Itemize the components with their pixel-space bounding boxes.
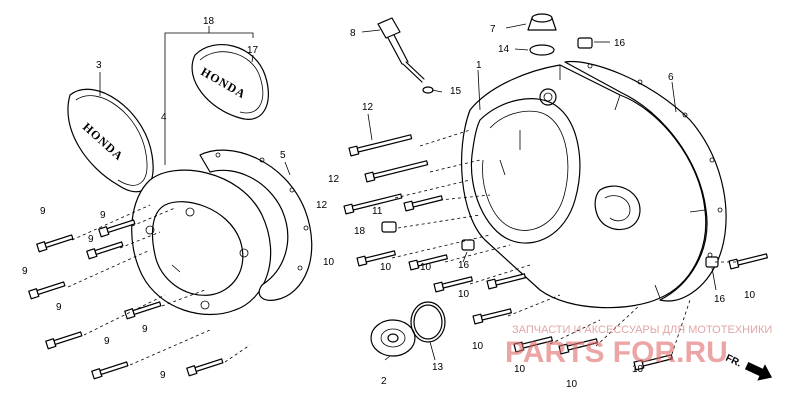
- leader-lines: [99, 23, 717, 361]
- callout-9: 9: [40, 206, 46, 217]
- callout-10: 10: [420, 262, 432, 273]
- part-5-gasket: [199, 149, 313, 301]
- part-16-dowel-top: [577, 37, 593, 49]
- callout-labels: 1 2 3 4 5 6 7 8 9 9 9 9 9 9 9 9 10 10 10…: [22, 16, 756, 390]
- callout-9: 9: [100, 210, 106, 221]
- part-7-filler-cap: [527, 13, 557, 31]
- part-2-filter-cap: [370, 319, 416, 357]
- callout-17: 17: [247, 45, 259, 56]
- callout-10: 10: [566, 379, 578, 390]
- front-direction-indicator: FR.: [724, 353, 773, 381]
- callout-16: 16: [714, 294, 726, 305]
- callout-4: 4: [161, 112, 167, 123]
- callout-3: 3: [96, 60, 102, 71]
- callout-10: 10: [744, 290, 756, 301]
- callout-9: 9: [104, 336, 110, 347]
- callout-9: 9: [142, 324, 148, 335]
- part-15-o-ring: [422, 86, 434, 94]
- watermark-tagline: ЗАПЧАСТИ И АКСЕССУАРЫ ДЛЯ МОТОТЕХНИКИ: [512, 324, 772, 336]
- callout-6: 6: [668, 72, 674, 83]
- callout-9: 9: [22, 266, 28, 277]
- callout-12: 12: [362, 102, 374, 113]
- callout-5: 5: [280, 150, 286, 161]
- bolt-group-left: [28, 219, 224, 380]
- bolt-group-right: [343, 134, 768, 371]
- callout-12: 12: [328, 174, 340, 185]
- callout-12: 12: [316, 200, 328, 211]
- part-14-o-ring: [529, 44, 555, 56]
- callout-9: 9: [56, 302, 62, 313]
- assembly-lines: [67, 129, 736, 366]
- callout-10: 10: [380, 262, 392, 273]
- part-8-dipstick: [377, 17, 425, 83]
- callout-16: 16: [458, 260, 470, 271]
- callout-9: 9: [88, 234, 94, 245]
- callout-14: 14: [498, 44, 510, 55]
- callout-16: 16: [614, 38, 626, 49]
- callout-1: 1: [476, 60, 482, 71]
- bracket-18: [164, 32, 254, 38]
- callout-10: 10: [632, 364, 644, 375]
- part-6-gasket: [564, 60, 727, 302]
- direction-arrow-icon: [744, 362, 773, 381]
- part-13-o-ring: [410, 301, 446, 343]
- callout-8: 8: [350, 28, 356, 39]
- callout-11: 11: [372, 206, 383, 217]
- callout-18: 18: [203, 16, 215, 27]
- watermark-logo: PARTS FOR.RU: [505, 336, 728, 369]
- callout-10: 10: [323, 257, 335, 268]
- callout-13: 13: [432, 362, 444, 373]
- callout-10: 10: [514, 364, 526, 375]
- callout-9: 9: [160, 370, 166, 381]
- part-3-logo-cover: HONDA: [67, 88, 154, 193]
- part-17-logo-cover: HONDA: [191, 44, 270, 120]
- callout-7: 7: [490, 24, 496, 35]
- callout-10: 10: [472, 341, 484, 352]
- watermark: ЗАПЧАСТИ И АКСЕССУАРЫ ДЛЯ МОТОТЕХНИКИ PA…: [505, 324, 772, 369]
- callout-2: 2: [381, 376, 387, 387]
- callout-15: 15: [450, 86, 462, 97]
- part-18-collar: [381, 221, 397, 233]
- callout-10: 10: [458, 289, 470, 300]
- part-4-ring-cover: [131, 169, 272, 316]
- callout-18: 18: [354, 226, 366, 237]
- part-1-main-cover: [461, 64, 707, 309]
